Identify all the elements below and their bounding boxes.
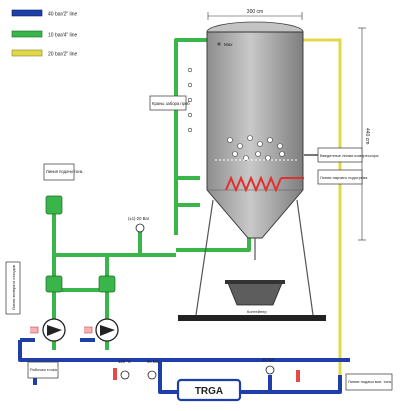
legend: 40 bar/2" line 10 bar/4" line 20 bar/2" … xyxy=(11,9,78,58)
sample-point-label: Рабочая точка xyxy=(30,367,58,372)
sampling-valves-note: Краны забора проб xyxy=(149,95,190,111)
tank-base-platform xyxy=(178,315,326,321)
legend-label: 10 bar/4" line xyxy=(48,33,78,39)
red-valve-icon xyxy=(296,370,300,382)
legend-item-yellow-line: 20 bar/2" line xyxy=(11,49,78,58)
delivery-line-label: Линия подачи мат. тонк xyxy=(348,379,392,384)
delivery-line-note: Линия подачи мат. тонк xyxy=(345,373,393,391)
sample-point-note: Рабочая точка xyxy=(27,361,59,379)
return-line-label: Линия возврата отходов xyxy=(11,265,16,310)
return-line-note: Линия возврата отходов xyxy=(5,261,21,315)
tank-height-dimension: 440 cm xyxy=(358,27,370,241)
temp-gauge-label: 120 °C xyxy=(118,359,131,364)
legend-item-blue-line: 40 bar/2" line xyxy=(11,9,78,18)
red-valve-icon xyxy=(113,368,117,380)
steam-heater-coil xyxy=(225,175,304,193)
pressure-gauge-label: (±1)-20 Bar xyxy=(128,216,150,221)
tank-shell xyxy=(206,31,304,239)
blue-line-instruments: 120 °C 60 Bar 40 Bar xyxy=(113,357,300,382)
tank-height-label: 440 cm xyxy=(364,128,370,144)
right-pump xyxy=(84,318,119,342)
tank-supports xyxy=(195,199,314,316)
pressure-60-label: 60 Bar xyxy=(147,359,160,364)
legend-label: 20 bar/2" line xyxy=(48,52,78,58)
aeration-bubbles xyxy=(215,135,298,161)
legend-label: 40 bar/2" line xyxy=(48,12,78,18)
pressure-40-icon xyxy=(265,365,275,375)
pressure-60-icon xyxy=(147,370,157,380)
steam-heating-note: Линия паровго подогрева xyxy=(317,169,368,185)
sampling-valves-label: Краны забора проб xyxy=(152,101,190,106)
right-filter xyxy=(98,275,116,293)
trga-label: TRGA xyxy=(195,386,223,397)
fermentation-tank: Max xyxy=(206,21,304,239)
trga-unit: TRGA xyxy=(176,378,242,402)
legend-swatch-yellow xyxy=(11,49,43,57)
steam-heating-label: Линия паровго подогрева xyxy=(320,175,368,180)
air-supply-note: Введенные линии компрессора xyxy=(317,147,379,163)
temp-gauge-icon xyxy=(120,370,130,380)
sampling-valves xyxy=(187,67,193,133)
tank-width-label: 300 cm xyxy=(247,9,263,15)
feed-line-label: Линия подачи тонк. xyxy=(46,169,84,174)
legend-swatch-blue xyxy=(11,9,43,17)
grain-container: Контейнер xyxy=(225,280,285,314)
legend-item-green-line: 10 bar/4" line xyxy=(11,30,78,39)
grain-container-label: Контейнер xyxy=(247,309,267,314)
yellow-pipe xyxy=(300,38,342,375)
tank-max-label: Max xyxy=(224,42,233,47)
legend-swatch-green xyxy=(11,30,43,38)
left-pump xyxy=(30,318,66,342)
air-supply-label: Введенные линии компрессора xyxy=(320,153,379,158)
tank-width-dimension: 300 cm xyxy=(207,9,303,20)
pressure-gauge-green: (±1)-20 Bar xyxy=(128,216,150,233)
feed-line-note: Линия подачи тонк. xyxy=(43,163,84,181)
left-filter xyxy=(45,195,63,293)
pressure-40-label: 40 Bar xyxy=(262,357,275,362)
